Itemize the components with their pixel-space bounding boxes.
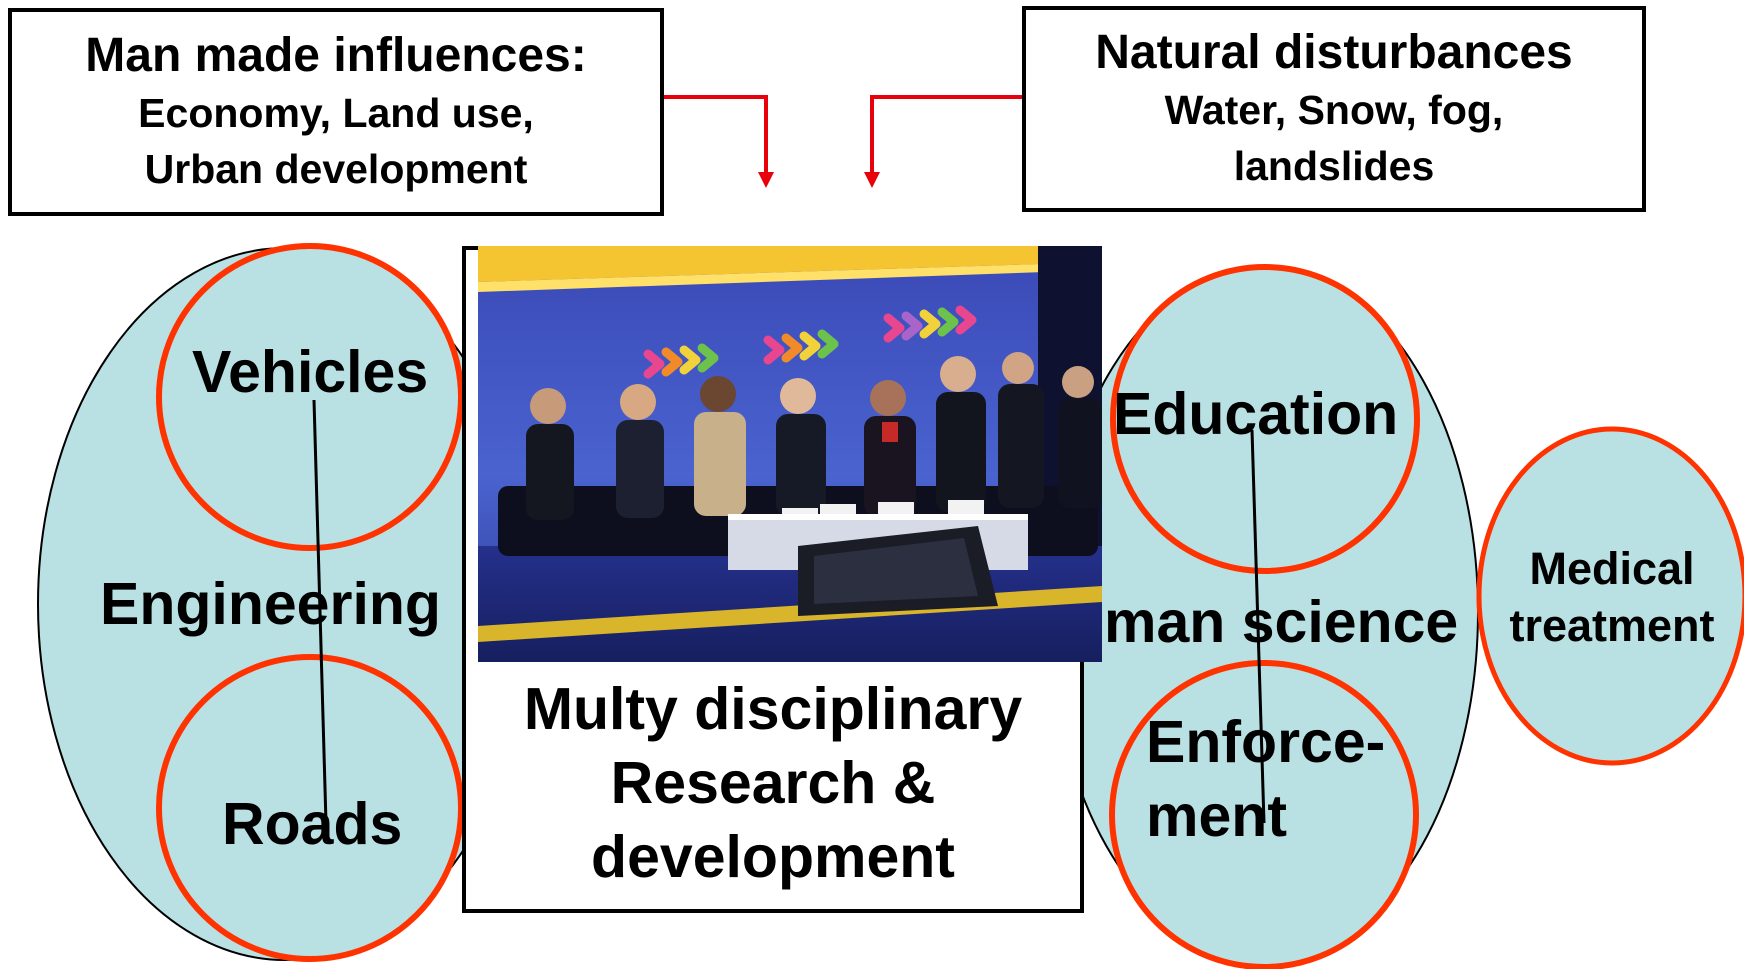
medical-treatment-label: Medical treatment (1479, 540, 1744, 654)
enforcement-label-line1: Enforce- (1146, 709, 1386, 775)
engineering-label: Engineering (100, 571, 441, 637)
medical-line: treatment (1509, 600, 1715, 651)
roads-label: Roads (222, 791, 403, 857)
center-line: development (591, 824, 955, 890)
man-made-influences-line: Urban development (144, 146, 528, 192)
man-made-influences-heading: Man made influences: (85, 29, 587, 82)
right-link-line (1250, 429, 1266, 824)
roads-circle (156, 654, 464, 962)
natural-disturbances-heading: Natural disturbances (1095, 26, 1573, 79)
conference-photo (478, 246, 1102, 662)
vehicles-circle (156, 243, 464, 551)
research-development-text: Multy disciplinary Research & developmen… (462, 672, 1084, 894)
enforcement-label-line2: ment (1146, 783, 1287, 849)
medical-treatment-ellipse (1476, 426, 1744, 766)
medical-line: Medical (1529, 543, 1695, 594)
human-science-label: man science (1104, 589, 1459, 655)
center-line: Multy disciplinary (523, 676, 1023, 742)
vehicles-label: Vehicles (192, 339, 429, 405)
center-line: Research & (610, 750, 936, 816)
man-made-influences-line: Economy, Land use, (138, 90, 534, 136)
education-circle (1110, 264, 1420, 574)
arrow-left-connector (664, 95, 768, 182)
arrow-left-head (758, 172, 774, 188)
man-made-influences-box: Man made influences: Economy, Land use, … (8, 8, 664, 216)
left-link-line (312, 399, 328, 824)
education-label: Education (1113, 381, 1399, 447)
arrow-right-head (864, 172, 880, 188)
natural-disturbances-line: landslides (1233, 143, 1435, 189)
arrow-right-connector (870, 95, 1022, 182)
panelists-group (526, 352, 1102, 520)
natural-disturbances-box: Natural disturbances Water, Snow, fog, l… (1022, 6, 1646, 212)
natural-disturbances-line: Water, Snow, fog, (1164, 87, 1504, 133)
